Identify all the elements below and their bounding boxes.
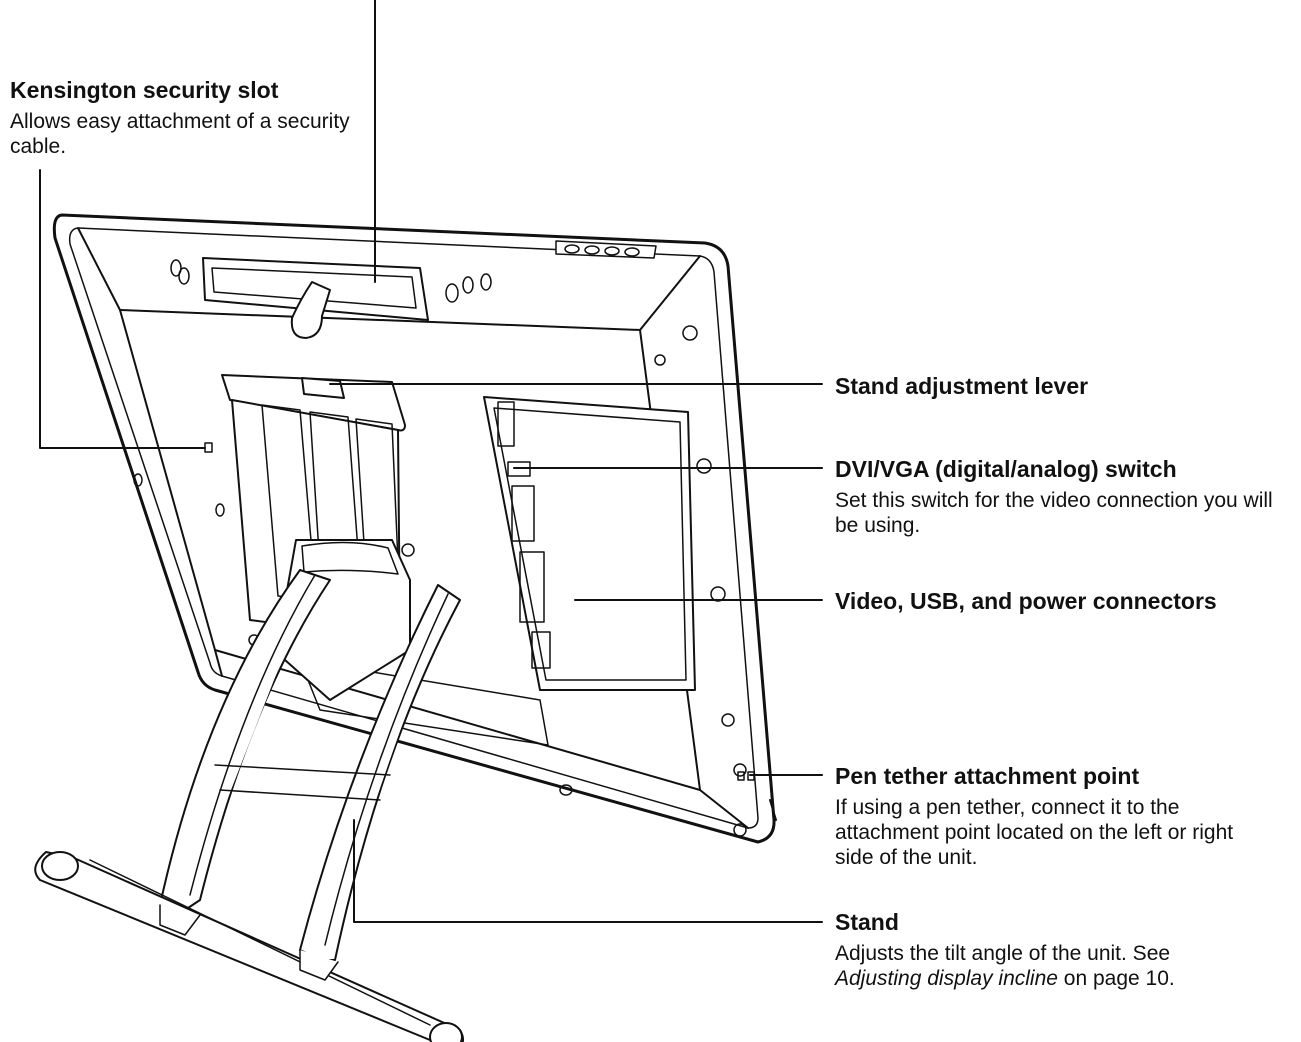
stand-legs: [159, 539, 461, 961]
callout-stand-lever-title: Stand adjustment lever: [835, 373, 1089, 399]
callout-dvi-switch-desc: Set this switch for the video connection…: [835, 489, 1273, 537]
callout-connectors-title: Video, USB, and power connectors: [835, 588, 1217, 614]
stand-base-bar: [34, 851, 465, 1042]
callout-pen-tether-title: Pen tether attachment point: [835, 763, 1140, 789]
callout-pen-tether: Pen tether attachment point If using a p…: [835, 762, 1285, 870]
callout-stand-lever: Stand adjustment lever: [835, 372, 1285, 400]
callout-stand: Stand Adjusts the tilt angle of the unit…: [835, 908, 1255, 991]
callout-kensington-title: Kensington security slot: [10, 77, 279, 103]
callout-stand-desc: Adjusts the tilt angle of the unit. See …: [835, 941, 1235, 991]
carry-handle: [202, 257, 429, 339]
callout-stand-desc-before: Adjusts the tilt angle of the unit. See: [835, 942, 1171, 965]
leader-lines: [39, 0, 823, 923]
callout-dvi-switch: DVI/VGA (digital/analog) switch Set this…: [835, 455, 1295, 538]
callout-kensington-desc: Allows easy attachment of a security cab…: [10, 110, 350, 158]
lower-recess: [299, 659, 549, 746]
callout-kensington: Kensington security slot Allows easy att…: [10, 76, 390, 159]
connector-panel: [483, 396, 696, 691]
screw-holes: [133, 259, 747, 837]
top-control-buttons: [555, 240, 657, 259]
pen-tether-point-shape: [737, 771, 777, 821]
callout-pen-tether-desc: If using a pen tether, connect it to the…: [835, 796, 1234, 869]
callout-stand-desc-link[interactable]: Adjusting display incline: [835, 967, 1058, 990]
callout-stand-title: Stand: [835, 909, 899, 935]
callout-stand-desc-after: on page 10.: [1057, 967, 1175, 990]
callout-connectors: Video, USB, and power connectors: [835, 587, 1295, 615]
callout-dvi-switch-title: DVI/VGA (digital/analog) switch: [835, 456, 1177, 482]
